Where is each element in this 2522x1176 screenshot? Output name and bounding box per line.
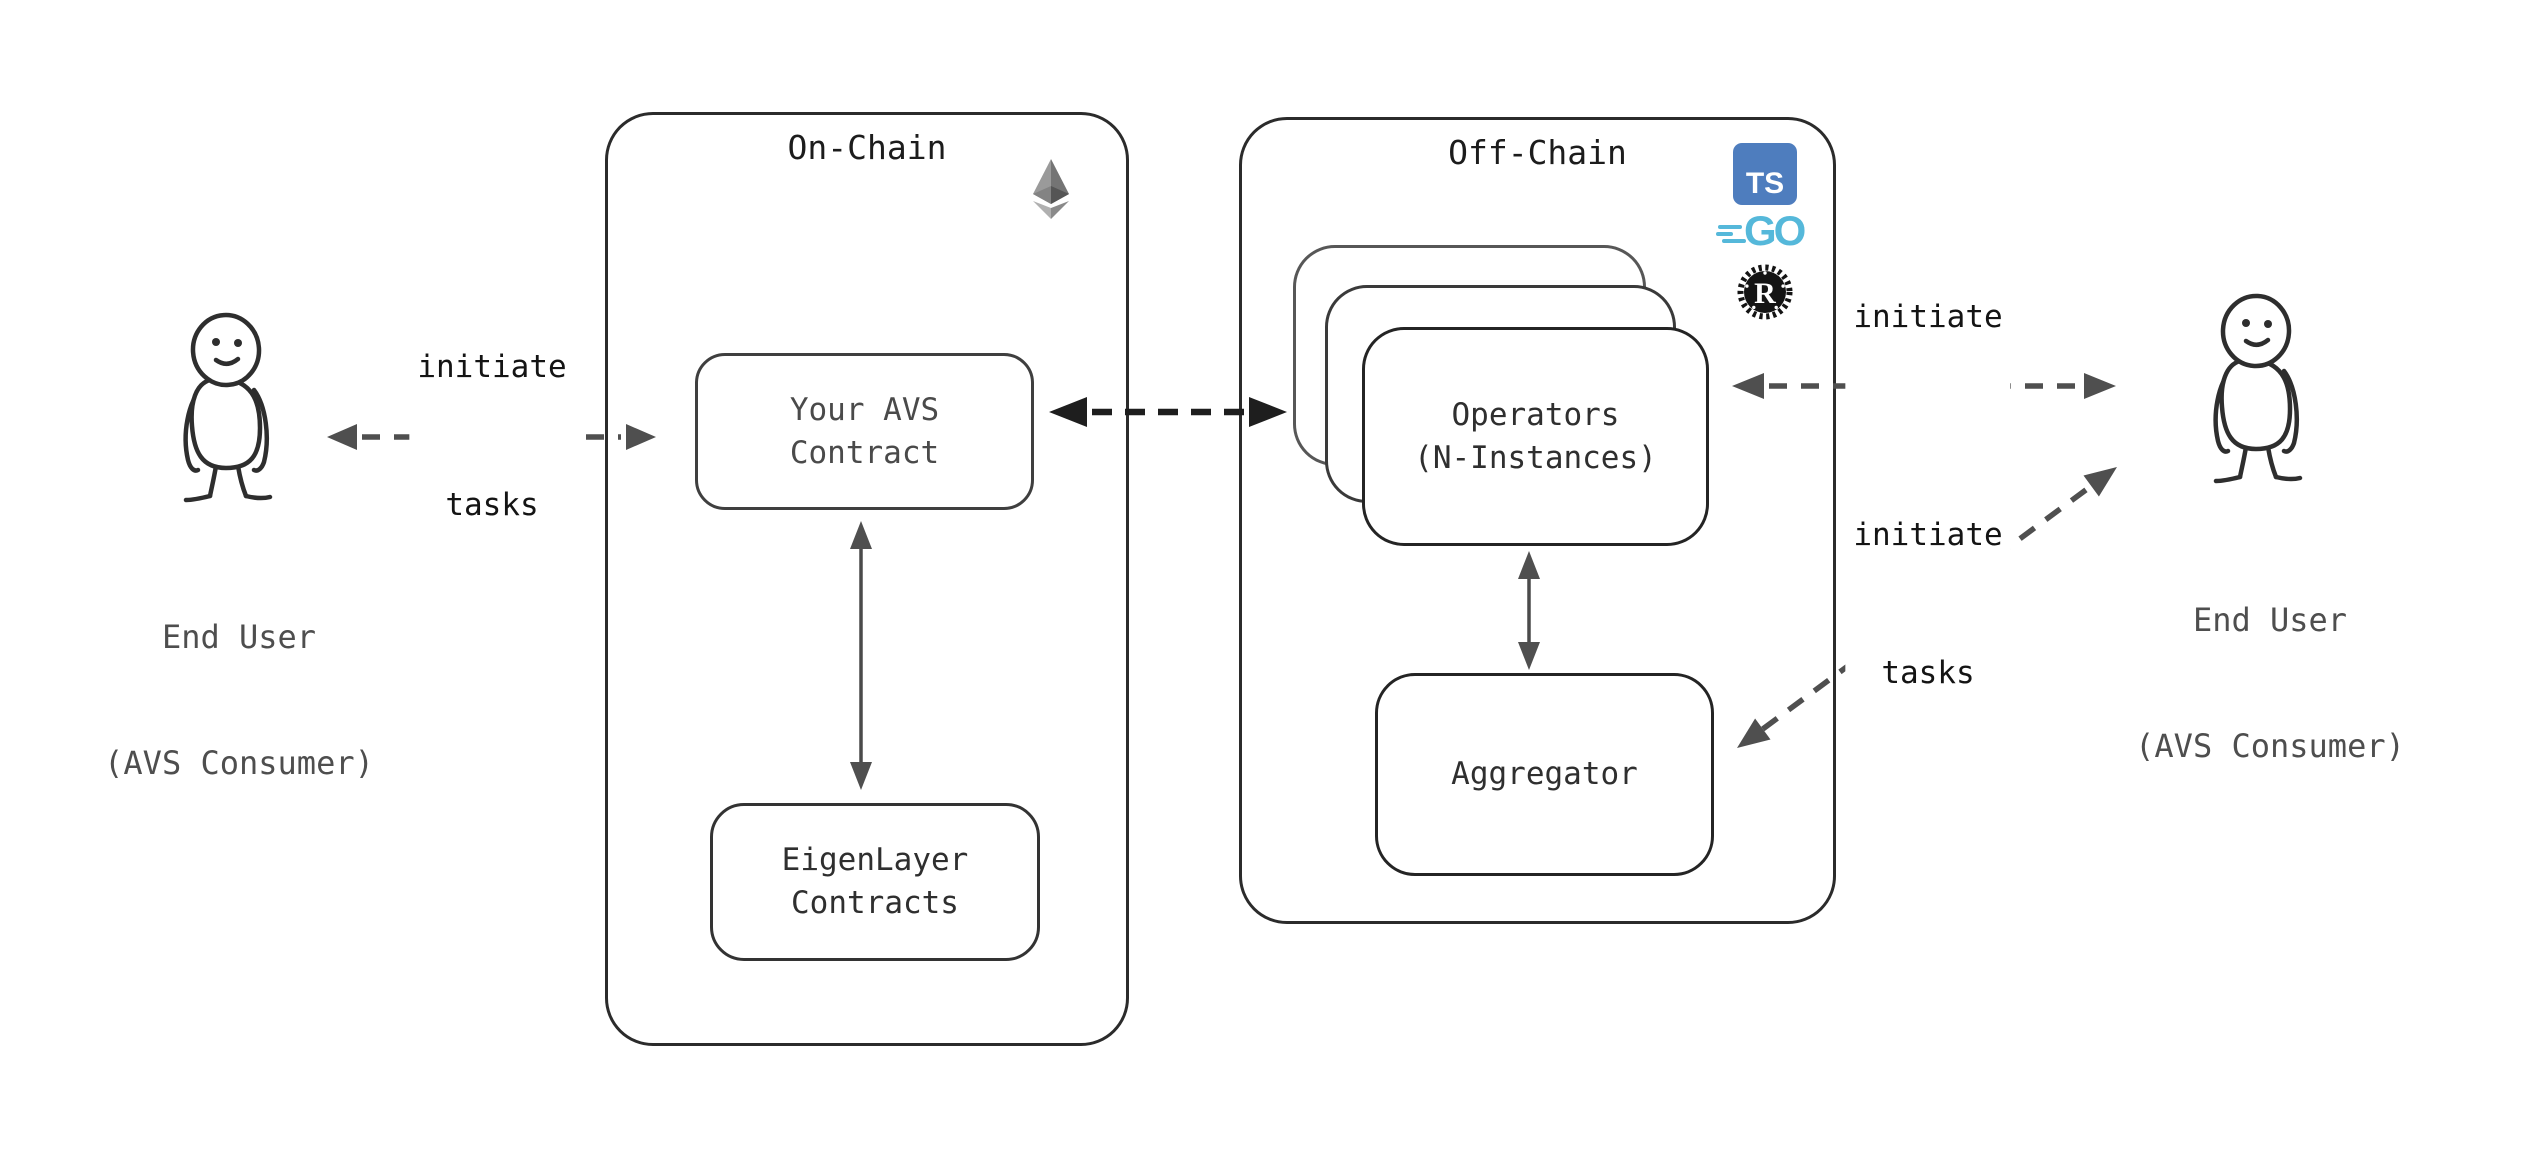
initiate-tasks-left-line1: initiate xyxy=(417,349,567,385)
operators-box: Operators (N-Instances) xyxy=(1362,327,1709,546)
initiate-tasks-left-line2: tasks xyxy=(445,487,539,523)
go-speed-line xyxy=(1722,239,1746,243)
rust-icon: R xyxy=(1737,264,1793,320)
eigenlayer-contracts-box: EigenLayer Contracts xyxy=(710,803,1040,961)
left-end-user-figure xyxy=(183,312,273,503)
operators-line1: Operators xyxy=(1451,396,1620,433)
your-avs-contract-line2: Contract xyxy=(789,434,940,471)
aggregator-box: Aggregator xyxy=(1375,673,1714,876)
go-speed-line xyxy=(1718,225,1742,229)
right-end-user-label: End User (AVS Consumer) xyxy=(2135,515,2405,851)
initiate-tasks-right-diag-line1: initiate xyxy=(1853,517,2003,553)
right-end-user-figure xyxy=(2213,293,2303,484)
left-end-user-line1: End User xyxy=(161,618,317,656)
right-end-user-line1: End User xyxy=(2192,601,2348,639)
eigenlayer-contracts-line1: EigenLayer xyxy=(781,842,969,878)
eigenlayer-contracts-line2: Contracts xyxy=(791,885,959,921)
rust-icon-label: R xyxy=(1754,277,1776,310)
go-icon-label: GO xyxy=(1744,207,1806,254)
initiate-tasks-label-right-diagonal: initiate tasks xyxy=(1845,420,2011,788)
operators-line2: (N-Instances) xyxy=(1414,439,1657,476)
go-icon: GO xyxy=(1716,207,1812,254)
initiate-tasks-right-diag-line2: tasks xyxy=(1881,655,1975,691)
left-end-user-label: End User (AVS Consumer) xyxy=(104,532,374,868)
initiate-tasks-right-top-line1: initiate xyxy=(1853,299,2003,335)
initiate-tasks-label-left: initiate tasks xyxy=(409,252,575,620)
typescript-icon: TS xyxy=(1733,143,1797,205)
left-end-user-line2: (AVS Consumer) xyxy=(104,744,374,782)
go-speed-line xyxy=(1716,232,1733,236)
aggregator-label: Aggregator xyxy=(1451,756,1638,792)
your-avs-contract-line1: Your AVS xyxy=(789,391,940,428)
on-chain-container: On-Chain xyxy=(605,112,1129,1046)
ethereum-icon xyxy=(1033,159,1069,219)
your-avs-contract-box: Your AVS Contract xyxy=(695,353,1034,510)
right-end-user-line2: (AVS Consumer) xyxy=(2135,727,2405,765)
off-chain-title: Off-Chain xyxy=(1448,133,1627,172)
on-chain-title: On-Chain xyxy=(787,128,947,167)
typescript-icon-label: TS xyxy=(1745,167,1785,200)
